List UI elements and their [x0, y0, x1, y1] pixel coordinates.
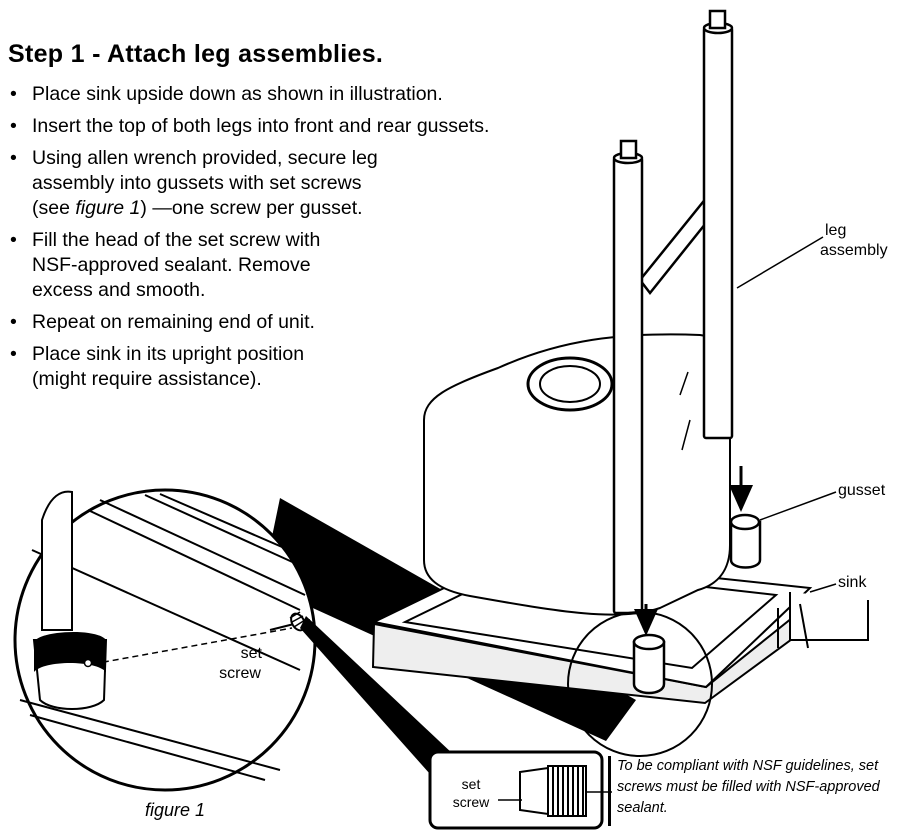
insertion-arrow [634, 466, 753, 636]
list-item: Place sink in its upright position (migh… [8, 342, 332, 392]
figure-reference: figure 1 [75, 197, 141, 219]
list-item: Fill the head of the set screw with NSF-… [8, 228, 362, 303]
bowl-shading [679, 371, 691, 451]
list-item: Repeat on remaining end of unit. [8, 310, 568, 335]
leg-label: leg [825, 222, 847, 239]
assembly-label: assembly [820, 242, 888, 259]
detail-locator-circle [567, 611, 713, 757]
step-title: Step 1 - Attach leg assemblies. [8, 40, 384, 68]
drain-hole [539, 365, 601, 403]
closeup-set-label: set [461, 776, 481, 792]
sink-label: sink [838, 574, 867, 591]
figure-caption: figure 1 [145, 800, 206, 820]
leg-assembly [612, 9, 734, 615]
set-screw-label-line1: set [240, 645, 262, 662]
list-item: Place sink upside down as shown in illus… [8, 82, 568, 107]
set-screw-label-line2: screw [219, 665, 261, 682]
step-list: Place sink upside down as shown in illus… [8, 82, 568, 399]
detail-magnifier [13, 488, 317, 792]
set-screw-closeup [428, 750, 612, 830]
sink-bowl [423, 333, 731, 616]
compliance-note: To be compliant with NSF guidelines, set… [617, 758, 880, 816]
note-rule [608, 756, 611, 826]
gusset-label: gusset [838, 482, 886, 499]
list-item: Insert the top of both legs into front a… [8, 114, 568, 139]
closeup-screw-label: screw [452, 794, 490, 810]
callout-wedge [300, 616, 470, 792]
list-item: Using allen wrench provided, secure leg … [8, 146, 382, 221]
